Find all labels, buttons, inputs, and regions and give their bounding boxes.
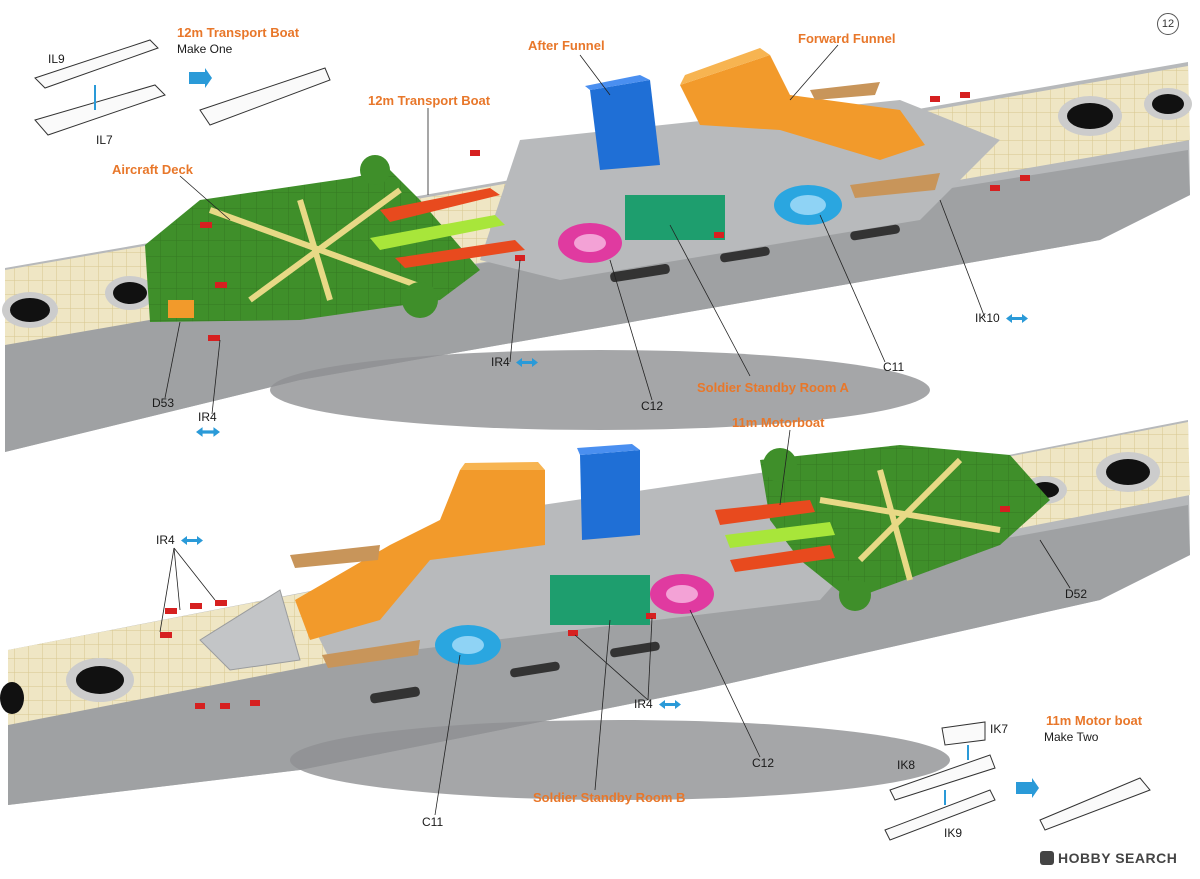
double-arrow-icon <box>1006 314 1029 324</box>
double-arrow-icon <box>659 700 682 710</box>
forward-funnel-bottom <box>295 470 545 640</box>
part-ik10: IK10 <box>975 311 1029 325</box>
forward-funnel-top <box>680 55 925 160</box>
top-portholes <box>610 224 900 283</box>
part-c12-bottom: C12 <box>752 756 775 770</box>
transport-boat-red-2 <box>395 240 525 268</box>
bottom-ship <box>0 420 1190 805</box>
part-d52: D52 <box>1065 587 1088 601</box>
part-c11-top: C11 <box>883 360 905 374</box>
aircraft-deck-bottom <box>760 445 1050 600</box>
part-il7: IL7 <box>96 133 113 147</box>
after-funnel-bottom <box>580 450 640 540</box>
aa-guns-bottom <box>160 506 1010 709</box>
leader-lines <box>159 44 1071 816</box>
transport-boat-red-1 <box>380 188 500 222</box>
part-ik8: IK8 <box>897 758 916 772</box>
motorboat-red-2 <box>730 545 835 572</box>
part-ir4-bottom-left: IR4 <box>156 533 204 547</box>
label-after-funnel: After Funnel <box>528 38 605 53</box>
top-inset-title: 12m Transport Boat <box>177 25 300 40</box>
watermark: HOBBY SEARCH <box>1040 850 1177 866</box>
after-funnel-top <box>590 80 660 170</box>
label-forward-funnel: Forward Funnel <box>798 31 896 46</box>
label-standby-room-a: Soldier Standby Room A <box>697 380 849 395</box>
double-arrow-icon <box>196 427 220 437</box>
standby-room-a <box>625 195 725 240</box>
part-d53: D53 <box>152 396 175 410</box>
top-inset-subtitle: Make One <box>177 42 233 56</box>
aa-guns-top <box>200 92 1030 341</box>
hobby-search-logo-icon <box>1040 851 1054 865</box>
part-c11-bottom: C11 <box>422 815 444 829</box>
motorboat-lime <box>725 522 835 548</box>
top-inset-drawing <box>34 39 331 136</box>
bottom-inset-title: 11m Motor boat <box>1046 713 1143 728</box>
label-aircraft-deck: Aircraft Deck <box>112 162 193 177</box>
part-ir4-top-bottom: IR4 <box>198 410 217 424</box>
bottom-inset-subtitle: Make Two <box>1044 730 1099 744</box>
label-motorboat: 11m Motorboat <box>732 415 825 430</box>
bottom-inset-drawing <box>884 721 1151 841</box>
part-ir4-bottom-mid: IR4 <box>634 697 682 711</box>
label-transport-boat: 12m Transport Boat <box>368 93 491 108</box>
transport-boat-lime <box>370 215 505 250</box>
step-number: 12 <box>1157 13 1179 35</box>
part-ik9: IK9 <box>944 826 963 840</box>
part-ir4-top-mid: IR4 <box>491 355 539 369</box>
bottom-portholes <box>370 641 660 704</box>
top-ship <box>2 48 1192 452</box>
motorboat-red-1 <box>715 500 815 525</box>
part-ik7: IK7 <box>990 722 1009 736</box>
standby-room-b <box>550 575 650 625</box>
label-standby-room-b: Soldier Standby Room B <box>533 790 686 805</box>
part-c12-top: C12 <box>641 399 664 413</box>
part-il9: IL9 <box>48 52 65 66</box>
double-arrow-icon <box>181 536 204 546</box>
double-arrow-icon <box>516 358 539 368</box>
